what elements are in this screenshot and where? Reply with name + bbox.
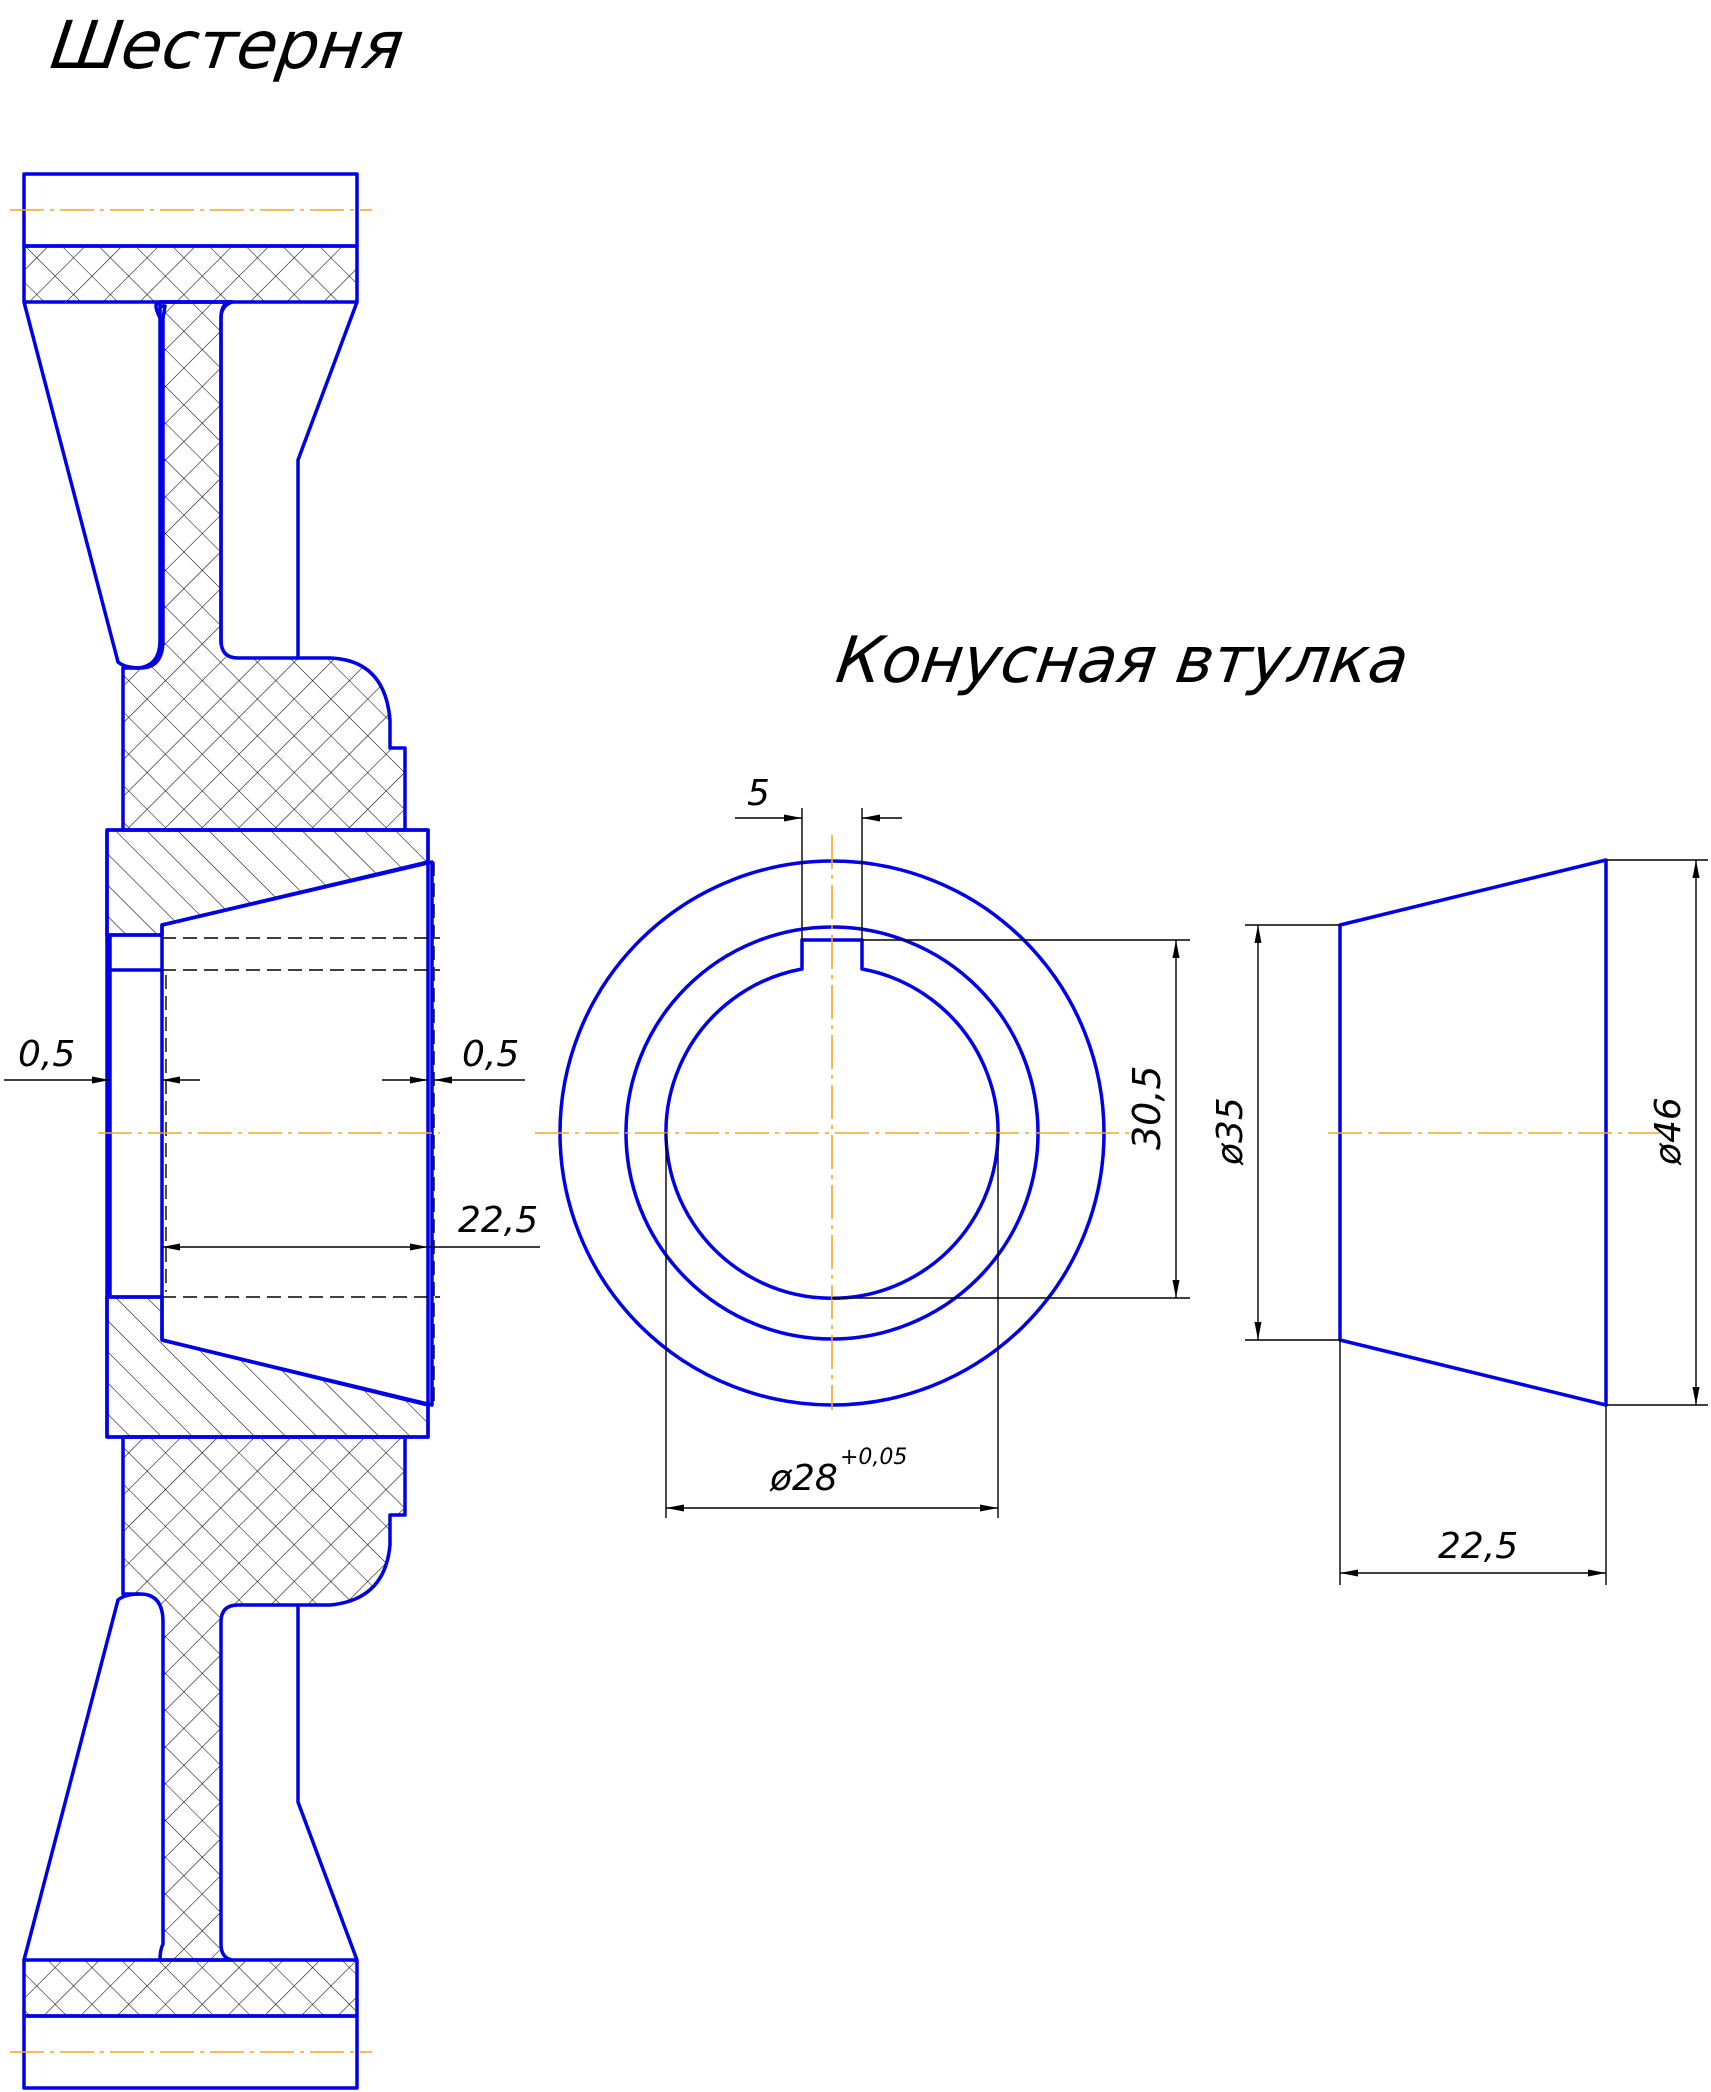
dim-side-length: 22,5 xyxy=(1438,1526,1518,1567)
dim-small-diameter: ø35 xyxy=(1210,1097,1251,1166)
dim-clearance-left: 0,5 xyxy=(18,1034,75,1075)
bushing-side-view: ø35 ø46 22,5 xyxy=(1210,858,1708,1585)
gear-top-web xyxy=(121,300,407,832)
gear-bottom-outline xyxy=(22,1592,359,1961)
gear-bottom-rim-hatched xyxy=(22,1958,359,2018)
gear-bottom-web xyxy=(121,1435,407,1962)
dim-bore-tolerance: +0,05 xyxy=(840,1445,907,1470)
dim-clearance-right: 0,5 xyxy=(462,1034,519,1075)
dim-key-width: 5 xyxy=(747,773,770,814)
bushing-title: Конусная втулка xyxy=(832,623,1413,698)
gear-hub-outline xyxy=(105,828,430,1439)
gear-title: Шестерня xyxy=(46,6,408,84)
gear-top-spoke xyxy=(134,310,223,670)
gear-bushing-cone xyxy=(160,860,434,1407)
gear-top-rim-hatched xyxy=(22,244,359,304)
gear-section-view: 0,5 0,5 22,5 xyxy=(4,172,540,2090)
dim-keyway-depth: 30,5 xyxy=(1125,1065,1169,1150)
bushing-front-view: 5 30,5 ø28 +0,05 xyxy=(535,773,1190,1518)
dim-bore-diameter: ø28 xyxy=(769,1458,838,1499)
dim-bushing-length: 22,5 xyxy=(458,1200,538,1241)
dim-large-diameter: ø46 xyxy=(1648,1097,1689,1166)
gear-hub-top xyxy=(105,828,430,937)
